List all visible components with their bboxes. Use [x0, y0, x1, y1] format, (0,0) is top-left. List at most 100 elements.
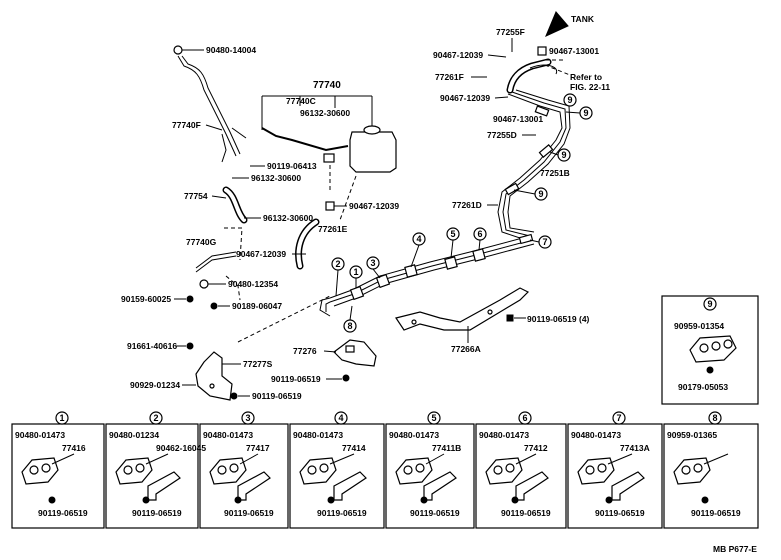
callout-4: 4 — [412, 232, 426, 246]
label-77740G: 77740G — [186, 237, 217, 247]
label-77261E: 77261E — [318, 224, 348, 234]
svg-text:9: 9 — [567, 95, 572, 105]
svg-text:5: 5 — [450, 229, 455, 239]
clamp-icon — [689, 335, 737, 374]
clamp-part-number: 90480-01473 — [293, 430, 343, 440]
detail-box-7: 7 90480-01473 77413A 90119-06519 — [567, 411, 663, 529]
box9-part-90179-05053: 90179-05053 — [678, 382, 728, 392]
label-90467-12039-a: 90467-12039 — [433, 50, 483, 60]
svg-text:9: 9 — [583, 108, 588, 118]
clip-icon — [325, 201, 335, 211]
detail-box-number-text: 4 — [338, 413, 343, 423]
clamp-icon — [299, 453, 367, 504]
label-96132-30600-a: 96132-30600 — [300, 108, 350, 118]
label-90467-12039-d: 90467-12039 — [236, 249, 286, 259]
clamp-icon — [485, 453, 549, 504]
svg-text:3: 3 — [370, 258, 375, 268]
label-77261D: 77261D — [452, 200, 482, 210]
bracket-77266A — [395, 287, 530, 331]
bracket-part-number: 77413A — [620, 443, 650, 453]
bolt-part-number: 90119-06519 — [132, 508, 182, 518]
footer-code: MB P677-E — [713, 544, 757, 554]
detail-box-number-text: 7 — [616, 413, 621, 423]
detail-box-number — [427, 411, 441, 425]
bolt-part-number: 90119-06519 — [317, 508, 367, 518]
bracket-part-number: 77411B — [432, 443, 461, 453]
label-90467-12039-b: 90467-12039 — [440, 93, 490, 103]
clamp-icon — [395, 453, 457, 504]
detail-box-number-text: 6 — [522, 413, 527, 423]
callout-7: 7 — [538, 235, 552, 249]
bolt-part-number: 90119-06519 — [501, 508, 551, 518]
callout-9c: 9 — [557, 148, 571, 162]
label-77740F: 77740F — [172, 120, 201, 130]
detail-box-number — [708, 411, 722, 425]
bracket-part-number: 77414 — [342, 443, 366, 453]
detail-box-number — [55, 411, 69, 425]
label-77740C: 77740C — [286, 96, 316, 106]
callout-8: 8 — [343, 319, 357, 333]
label-90119-06413: 90119-06413 — [267, 161, 317, 171]
label-90467-13001-b: 90467-13001 — [493, 114, 543, 124]
detail-box-9 — [661, 295, 759, 405]
bracket-part-number: 77416 — [62, 443, 86, 453]
detail-box-number-text: 3 — [245, 413, 250, 423]
label-77266A: 77266A — [451, 344, 481, 354]
svg-text:9: 9 — [538, 189, 543, 199]
clamp-part-number: 90959-01365 — [667, 430, 717, 440]
label-77277S: 77277S — [243, 359, 273, 369]
callout-9b: 9 — [579, 106, 593, 120]
callout-2: 2 — [331, 257, 345, 271]
label-77251B: 77251B — [540, 168, 570, 178]
detail-box-number — [241, 411, 255, 425]
bracket-77277S — [195, 351, 233, 401]
svg-text:9: 9 — [561, 150, 566, 160]
svg-text:6: 6 — [477, 229, 482, 239]
clip-icon — [537, 46, 547, 56]
label-96132-30600-b: 96132-30600 — [251, 173, 301, 183]
svg-text:1: 1 — [353, 267, 358, 277]
label-77276: 77276 — [293, 346, 317, 356]
label-90929-01234: 90929-01234 — [130, 380, 180, 390]
clamp-part-number: 90480-01473 — [571, 430, 621, 440]
label-77255F: 77255F — [496, 27, 525, 37]
label-90480-14004: 90480-14004 — [206, 45, 256, 55]
label-90119-06519-b: 90119-06519 — [252, 391, 302, 401]
label-77261F: 77261F — [435, 72, 464, 82]
detail-box-number — [612, 411, 626, 425]
label-90467-13001-a: 90467-13001 — [549, 46, 599, 56]
charcoal-canister — [349, 124, 397, 173]
clamp-icon — [577, 453, 645, 504]
label-91661-40616: 91661-40616 — [127, 341, 177, 351]
callout-5: 5 — [446, 227, 460, 241]
svg-text:2: 2 — [335, 259, 340, 269]
detail-box-number-text: 5 — [431, 413, 436, 423]
label-90159-60025: 90159-60025 — [121, 294, 171, 304]
clamp-part-number: 90480-01473 — [15, 430, 65, 440]
detail-box-number — [334, 411, 348, 425]
bolt-part-number: 90119-06519 — [595, 508, 645, 518]
clamp-icon — [209, 453, 271, 504]
label-77754: 77754 — [184, 191, 208, 201]
callout-1: 1 — [349, 265, 363, 279]
detail-boxes: 190480-014737741690119-06519290480-01234… — [11, 411, 759, 529]
callout-3: 3 — [366, 256, 380, 270]
bracket-part-number: 77417 — [246, 443, 270, 453]
label-90119-06519-a: 90119-06519 — [271, 374, 321, 384]
svg-text:4: 4 — [416, 234, 421, 244]
bolt-part-number: 90119-06519 — [691, 508, 741, 518]
refer-fig-label: FIG. 22-11 — [570, 82, 610, 92]
label-90189-06047: 90189-06047 — [232, 301, 282, 311]
bolt-part-number: 90119-06519 — [38, 508, 88, 518]
clamp-icon — [673, 453, 729, 504]
detail-box-number-text: 2 — [153, 413, 158, 423]
fuel-pipe-bundle — [319, 89, 571, 317]
clamp-part-number: 90480-01473 — [203, 430, 253, 440]
refer-to-label: Refer to — [570, 72, 602, 82]
